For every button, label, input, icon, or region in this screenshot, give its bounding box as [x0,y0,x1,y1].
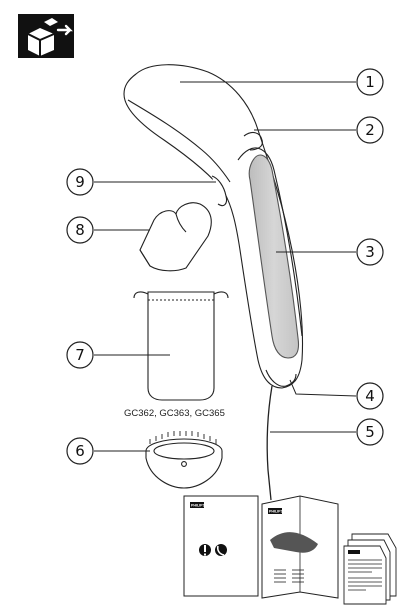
callout-5: 5 [356,418,384,446]
water-tank [248,154,300,359]
water-tank-lid [243,131,263,151]
power-cord [266,385,273,501]
brand-label-2: PHILIPS [269,510,284,514]
unboxing-icon [18,14,74,58]
svg-text:9: 9 [75,173,85,191]
pouch-illustration [133,291,229,401]
callout-9: 9 [66,168,94,196]
callout-8: 8 [66,216,94,244]
brush-illustration [145,431,223,489]
callout-3: 3 [356,238,384,266]
callout-6: 6 [66,437,94,465]
documents-illustration: PHILIPS PHILIPS [183,495,397,605]
svg-text:5: 5 [365,423,375,441]
callout-2: 2 [356,116,384,144]
svg-text:3: 3 [365,243,375,261]
models-label: GC362, GC363, GC365 [124,408,225,419]
svg-text:8: 8 [75,221,85,239]
document-leaflets [343,533,397,605]
cord-inlet [265,369,297,387]
callout-4: 4 [356,382,384,410]
svg-text:4: 4 [365,387,375,405]
svg-text:1: 1 [365,73,375,91]
brand-label-1: PHILIPS [191,504,206,508]
callout-7: 7 [66,341,94,369]
steam-trigger [211,175,228,207]
document-user-manual: PHILIPS [261,495,339,599]
leader-lines [94,81,357,452]
glove-illustration [139,202,212,272]
document-warnings: PHILIPS [183,495,259,597]
svg-text:6: 6 [75,442,85,460]
callout-1: 1 [356,68,384,96]
svg-text:7: 7 [75,346,85,364]
steamer-illustration [123,64,304,501]
steamer-body [123,64,304,389]
svg-text:2: 2 [365,121,375,139]
